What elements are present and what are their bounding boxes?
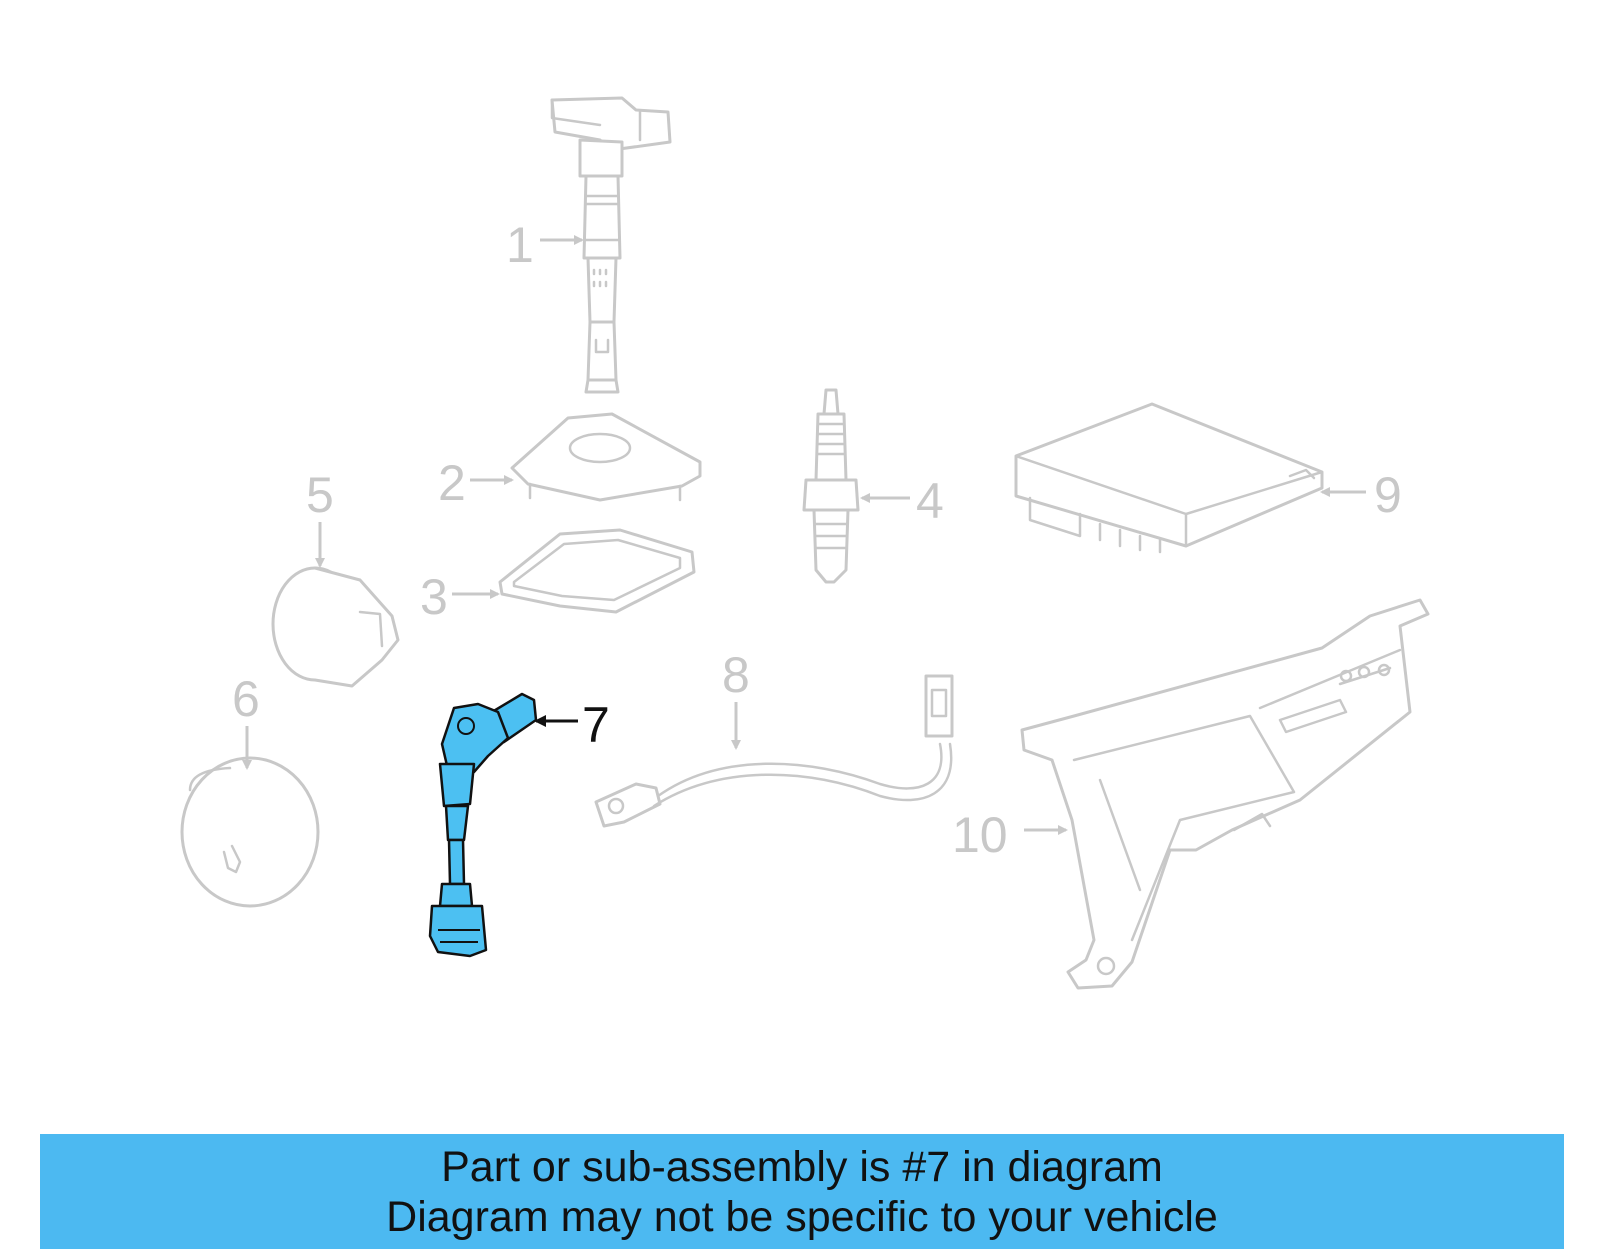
banner-disclaimer-text: Diagram may not be specific to your vehi… [386,1193,1218,1241]
callout-10: 10 [952,807,1008,863]
callout-6: 6 [232,671,260,727]
part-9-ecu [1014,402,1324,554]
callout-4: 4 [916,473,944,529]
part-1-ignition-coil [550,96,672,394]
part-8-sensor-cable [594,674,954,828]
callout-9: 9 [1374,467,1402,523]
leader-lines [242,235,1366,835]
part-3-gasket [498,528,696,614]
callout-numbers: 1 2 3 4 5 6 7 8 9 10 [232,217,1402,863]
callout-5: 5 [306,467,334,523]
info-banner: Part or sub-assembly is #7 in diagram Di… [40,1134,1564,1249]
part-10-bracket [1020,598,1430,990]
callout-8: 8 [722,647,750,703]
callout-7: 7 [582,697,610,753]
banner-part-text: Part or sub-assembly is #7 in diagram [441,1143,1163,1191]
part-6-damper [180,756,320,908]
callout-2: 2 [438,455,466,511]
part-7-highlighted-sensor [428,692,538,958]
part-2-bracket [510,412,702,502]
part-5-sensor [271,566,400,688]
callout-1: 1 [506,217,534,273]
part-4-spark-plug [802,388,860,584]
callout-3: 3 [420,569,448,625]
